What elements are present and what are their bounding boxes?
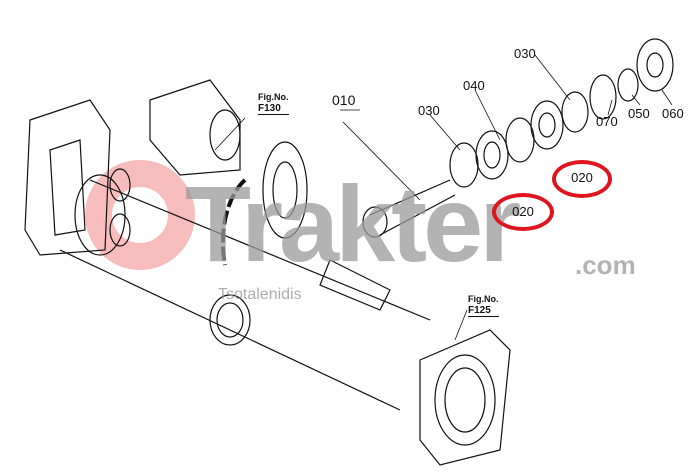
axle-tube [59, 179, 431, 411]
bevel-gear [262, 141, 308, 239]
part-label-030: 030 [418, 103, 440, 118]
fig-ref-f125: Fig.No. F125 [468, 294, 499, 317]
part-label-060: 060 [662, 106, 684, 121]
part-label-070: 070 [596, 114, 618, 129]
fig-number: F125 [468, 305, 499, 317]
part-label-040: 040 [463, 78, 485, 93]
part-label-020: 020 [571, 170, 593, 185]
highlight-callout-020: 020 [552, 160, 612, 198]
fig-caption: Fig.No. [468, 294, 499, 304]
fig-caption: Fig.No. [258, 92, 289, 102]
watermark-brand: Trakter [185, 163, 521, 284]
pinion-shaft [369, 179, 456, 236]
fig-ref-f130: Fig.No. F130 [258, 92, 289, 115]
part-label-050: 050 [628, 106, 650, 121]
watermark-sub: Tsotalenidis [218, 286, 302, 303]
watermark-gear-logo [85, 160, 195, 270]
part-label-030: 030 [514, 46, 536, 61]
right-flange [419, 329, 511, 466]
fig-number: F130 [258, 103, 289, 115]
watermark-suffix: .com [575, 250, 636, 280]
part-label-020: 020 [512, 204, 534, 219]
diff-carrier [149, 79, 241, 176]
left-flange [24, 99, 111, 256]
part-label-010: 010 [332, 92, 356, 108]
highlight-callout-020: 020 [492, 193, 554, 231]
